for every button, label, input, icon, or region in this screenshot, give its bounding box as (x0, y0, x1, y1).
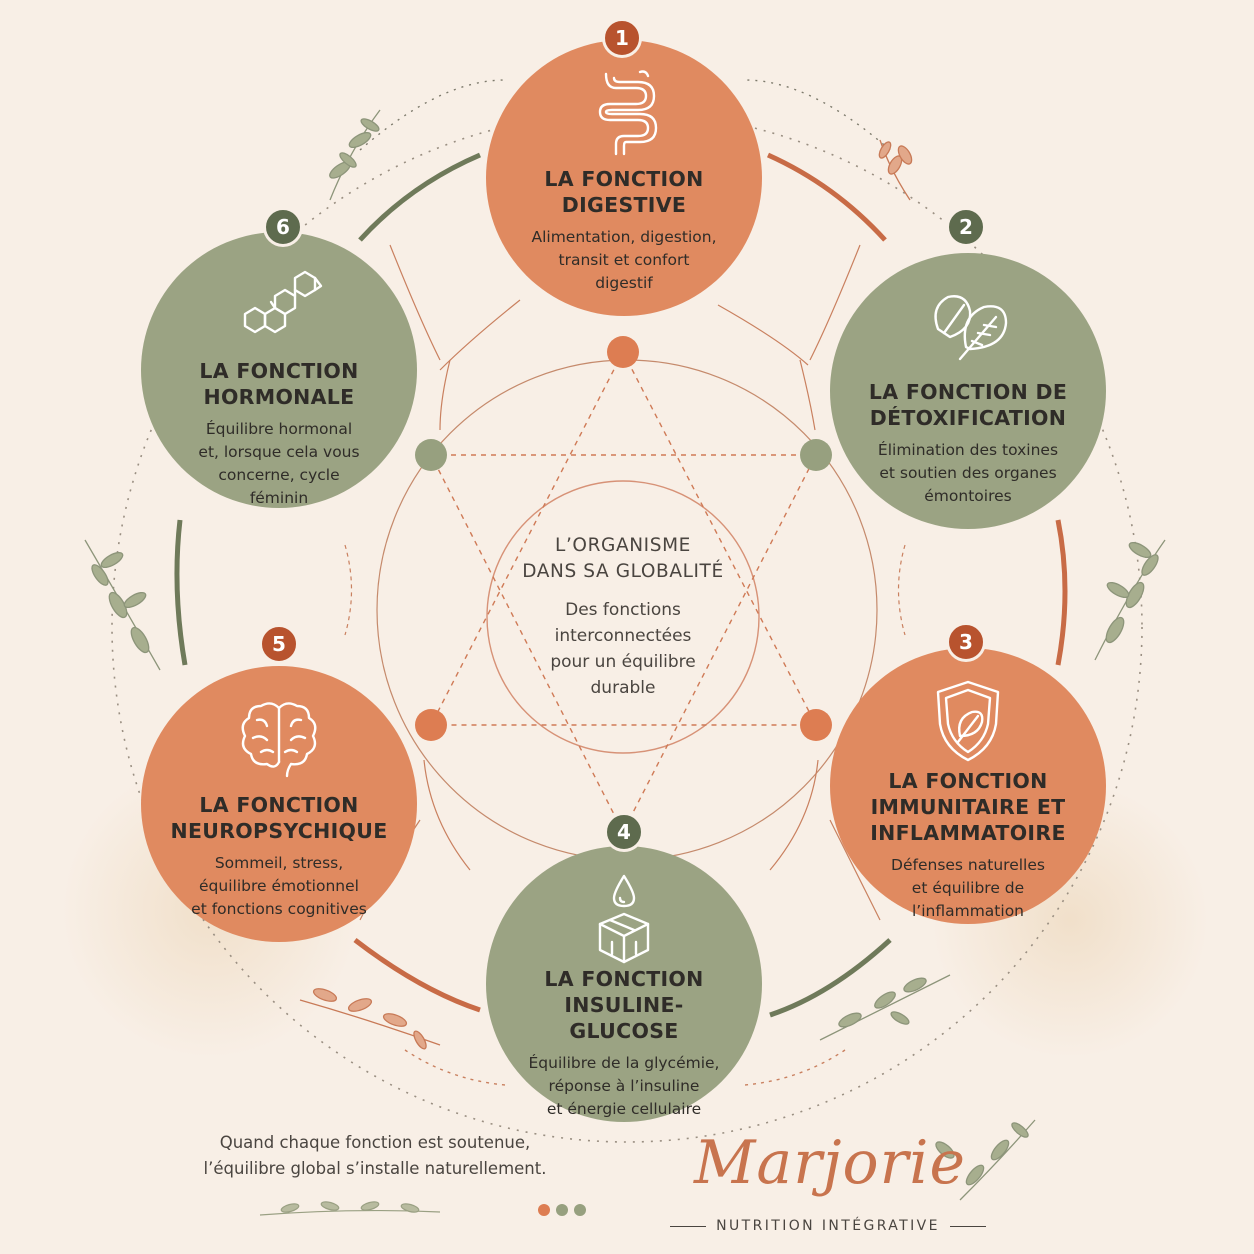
divider (670, 1225, 707, 1227)
function-description: Sommeil, stress, équilibre émotionnel et… (191, 854, 367, 918)
leaf-sprig-icon (1094, 539, 1166, 661)
leaf-sprig-icon (878, 139, 913, 201)
junction-dot (415, 709, 447, 741)
divider (949, 1225, 986, 1227)
leaf-sprig-icon (84, 539, 161, 671)
function-title: LA FONCTION HORMONALE (199, 359, 359, 409)
connector-arc (744, 1049, 846, 1086)
function-number-badge: 3 (946, 622, 986, 662)
leaf-sprig-icon (329, 109, 381, 201)
function-title: LA FONCTION INSULINE-GLUCOSE (544, 967, 704, 1043)
connector-arc (897, 544, 906, 636)
center-concept: L’ORGANISME DANS SA GLOBALITÉ Des foncti… (488, 482, 758, 752)
connector-arc (353, 938, 481, 1013)
leaf-sprig-icon (259, 1201, 441, 1216)
connector-arc (423, 759, 471, 871)
connector-arc (174, 519, 188, 666)
connector-arc (344, 544, 353, 636)
junction-dot (607, 336, 639, 368)
star-triangle-up (429, 350, 818, 726)
brand-signature: Marjorie (694, 1128, 966, 1198)
connector-arc (1055, 519, 1068, 666)
brand-tagline: NUTRITION INTÉGRATIVE (668, 1218, 988, 1234)
function-node-digestive: LA FONCTION DIGESTIVE Alimentation, dige… (486, 40, 762, 316)
connector-arc (439, 359, 451, 431)
function-number-badge: 6 (263, 207, 303, 247)
leaf-sprig-icon (299, 988, 441, 1050)
function-description: Équilibre de la glycémie, réponse à l’in… (528, 1054, 720, 1118)
leaf-sprig-icon (819, 974, 951, 1041)
connector-arc (359, 79, 506, 151)
outer-dotted-ring (111, 111, 1143, 1143)
center-ring (486, 480, 760, 754)
dot (538, 1204, 550, 1216)
function-description: Élimination des toxines et soutien des o… (877, 441, 1059, 505)
function-number-badge: 2 (946, 207, 986, 247)
decorative-dots (538, 1204, 586, 1216)
function-title: LA FONCTION NEUROPSYCHIQUE (170, 793, 388, 843)
connector-arc (766, 152, 887, 242)
connector-arc (717, 304, 809, 366)
function-title: LA FONCTION IMMUNITAIRE ET INFLAMMATOIRE (870, 769, 1066, 845)
connector-arc (358, 152, 481, 242)
brain-icon (231, 690, 327, 786)
junction-dot (800, 709, 832, 741)
dot (574, 1204, 586, 1216)
function-node-insulin: LA FONCTION INSULINE-GLUCOSE Équilibre d… (486, 846, 762, 1122)
function-node-hormonal: LA FONCTION HORMONALE Équilibre hormonal… (141, 232, 417, 508)
shield-leaf-icon (920, 672, 1016, 768)
intestine-icon (576, 64, 672, 160)
function-number-badge: 4 (604, 812, 644, 852)
connector-arc (744, 79, 891, 151)
function-number-badge: 5 (259, 624, 299, 664)
function-node-immune: LA FONCTION IMMUNITAIRE ET INFLAMMATOIRE… (830, 648, 1106, 924)
footer-message: Quand chaque fonction est soutenue, l’éq… (203, 1133, 547, 1178)
junction-dot (415, 439, 447, 471)
junction-dot (800, 439, 832, 471)
connector-arc (404, 1049, 506, 1086)
function-title: LA FONCTION DE DÉTOXIFICATION (868, 380, 1068, 430)
connector-arc (439, 299, 521, 371)
leaf-sprig-icon (935, 1119, 1036, 1201)
drop-cube-icon (576, 870, 672, 966)
center-title: L’ORGANISME DANS SA GLOBALITÉ (522, 535, 724, 582)
function-node-neuropsychic: LA FONCTION NEUROPSYCHIQUE Sommeil, stre… (141, 666, 417, 942)
dot (556, 1204, 568, 1216)
connector-arc (389, 244, 441, 361)
connector-arc (799, 359, 816, 431)
function-description: Défenses naturelles et équilibre de l’in… (891, 856, 1045, 920)
leaves-icon (920, 277, 1016, 373)
function-title: LA FONCTION DIGESTIVE (544, 167, 704, 217)
connector-arc (829, 819, 881, 921)
molecule-icon (231, 256, 327, 352)
function-description: Équilibre hormonal et, lorsque cela vous… (198, 420, 360, 507)
function-node-detox: LA FONCTION DE DÉTOXIFICATION Éliminatio… (830, 253, 1106, 529)
star-triangle-down (429, 454, 818, 834)
function-number-badge: 1 (602, 18, 642, 58)
connector-arc (769, 759, 819, 871)
function-description: Alimentation, digestion, transit et conf… (531, 228, 717, 292)
connector-arc (809, 244, 861, 361)
connector-arc (769, 938, 892, 1018)
center-subtitle: Des fonctions interconnectées pour un éq… (550, 600, 696, 698)
